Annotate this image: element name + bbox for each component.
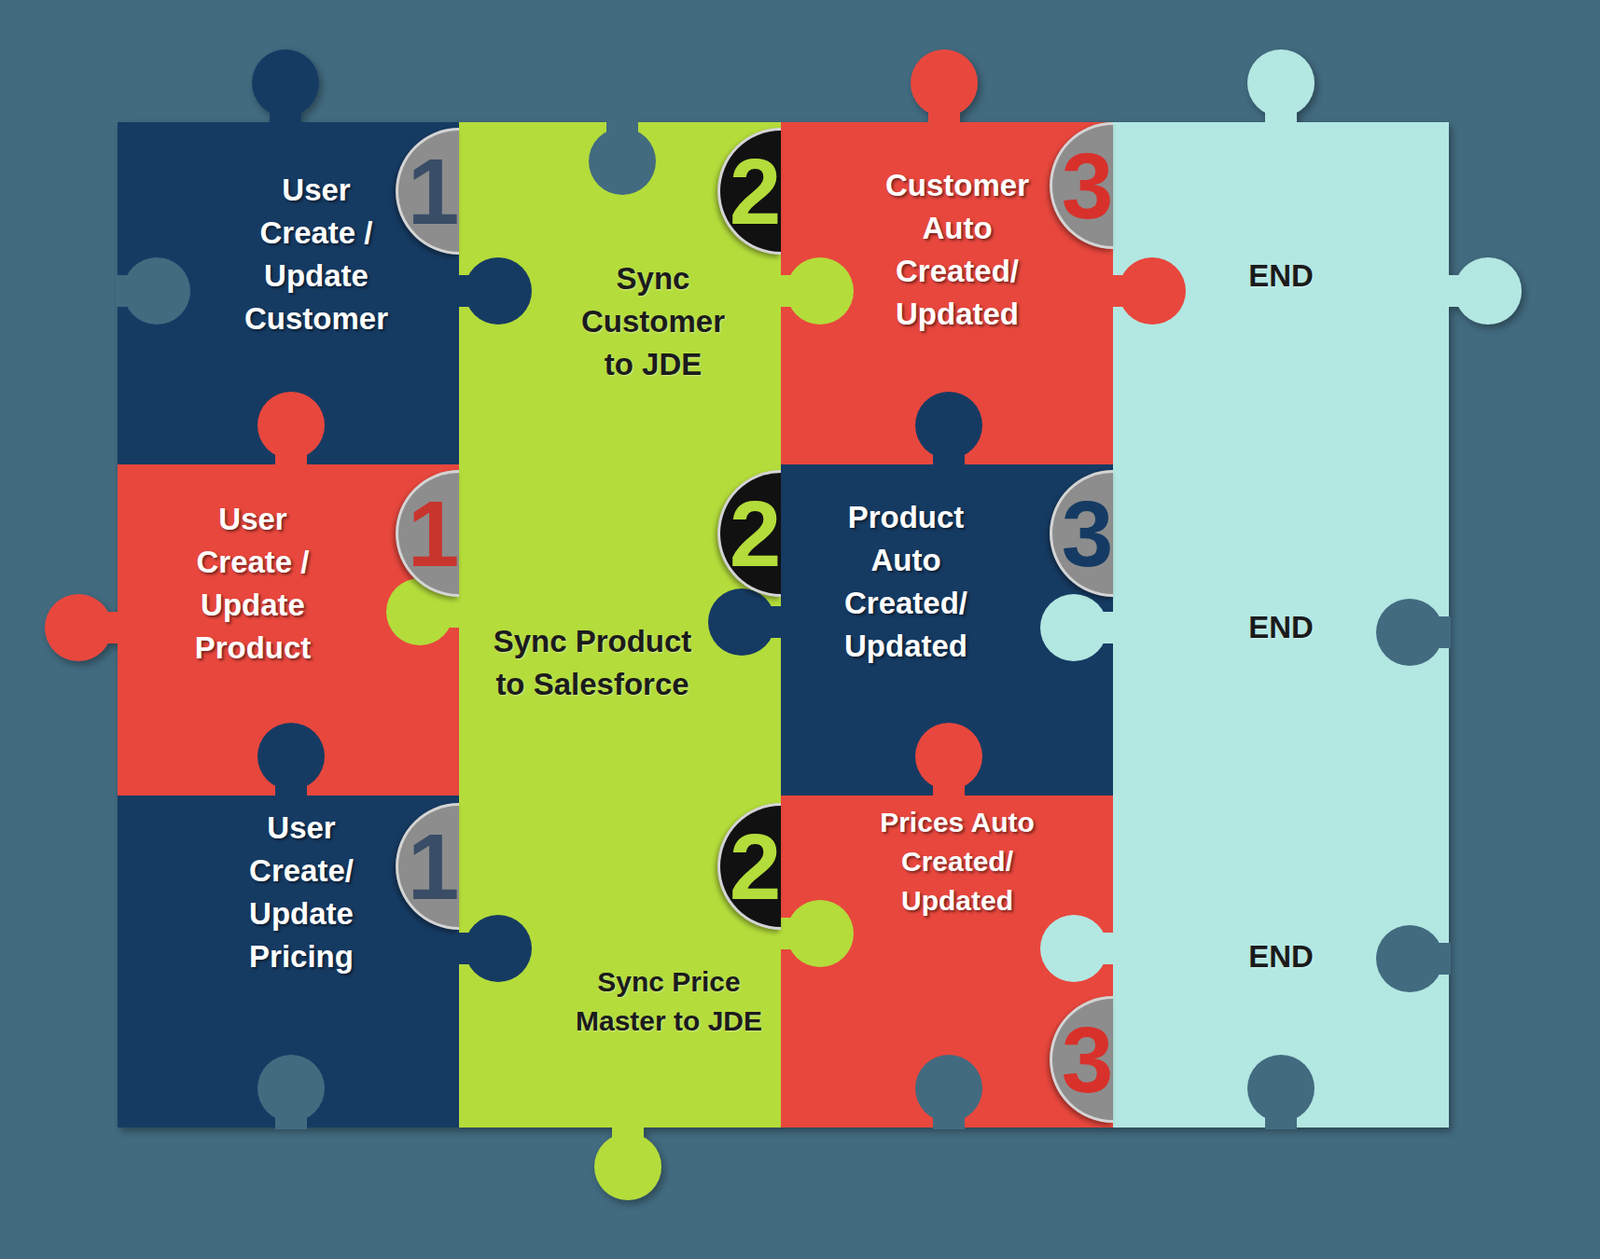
puzzle-knob [257, 723, 325, 791]
puzzle-knob [915, 723, 983, 791]
puzzle-knob [1247, 1055, 1315, 1123]
piece-label: Sync Customer to JDE [564, 257, 742, 387]
piece-label: Customer Auto Created/ Updated [873, 164, 1042, 336]
callout-number: 2 [720, 820, 782, 914]
puzzle-knob [257, 1055, 325, 1123]
callout-number: 2 [720, 486, 782, 581]
puzzle-piece: Product Auto Created/ Updated 3 [780, 464, 1114, 796]
puzzle-knob [1040, 594, 1108, 662]
piece-label: END [1206, 606, 1356, 650]
step-badge: 1 [395, 470, 460, 598]
step-badge: 3 [1049, 470, 1114, 598]
puzzle-piece-body [459, 464, 781, 796]
puzzle-piece: Sync Price Master to JDE 2 [459, 795, 781, 1128]
piece-label: User Create/ Update Pricing [222, 806, 381, 979]
puzzle-knob [464, 257, 532, 325]
puzzle-knob [1376, 598, 1444, 667]
step-badge: 2 [717, 470, 781, 598]
callout-number: 1 [398, 144, 460, 238]
puzzle-piece-body [780, 464, 1114, 796]
puzzle-knob [1040, 915, 1108, 983]
piece-label: Sync Price Master to JDE [561, 962, 777, 1042]
puzzle-piece-body [780, 795, 1114, 1128]
puzzle-knob [915, 391, 983, 460]
puzzle-piece: Customer Auto Created/ Updated3 [780, 122, 1114, 465]
puzzle-piece: User Create / Update Customer1 [117, 122, 460, 465]
puzzle-knob [594, 1133, 662, 1201]
puzzle-piece: User Create / Update Product 1 [117, 464, 460, 796]
puzzle-knob [1454, 257, 1522, 325]
callout-number: 2 [720, 144, 782, 238]
puzzle-piece: User Create/ Update Pricing1 [117, 795, 460, 1128]
callout-number: 3 [1052, 139, 1114, 233]
puzzle-knob [1118, 257, 1186, 325]
callout-number: 3 [1052, 1013, 1114, 1107]
puzzle-piece: END [1113, 122, 1449, 465]
puzzle-knob [588, 127, 656, 195]
puzzle-piece: END [1113, 464, 1449, 796]
puzzle-knob [786, 257, 854, 325]
piece-label: Sync Product to Salesforce [485, 620, 700, 707]
puzzle-knob [464, 915, 532, 983]
puzzle-piece: Sync Customer to JDE 2 [459, 122, 781, 465]
step-badge: 2 [717, 127, 781, 255]
puzzle-knob [251, 49, 320, 117]
piece-label: END [1206, 254, 1356, 298]
puzzle-piece-body [459, 795, 781, 1128]
puzzle-knob [915, 1055, 983, 1123]
puzzle-piece-body [1113, 122, 1449, 465]
puzzle-piece-body [117, 464, 460, 796]
piece-label: END [1206, 935, 1356, 979]
puzzle-knob [708, 588, 776, 656]
callout-number: 3 [1052, 486, 1114, 581]
puzzle-piece-body [1113, 795, 1449, 1128]
puzzle-piece: Prices Auto Created/ Updated3 [780, 795, 1114, 1128]
callout-number: 1 [398, 486, 460, 581]
puzzle-piece-body [780, 122, 1114, 465]
piece-label: Prices Auto Created/ Updated [863, 803, 1051, 921]
puzzle-knob [786, 900, 854, 968]
puzzle-piece: END [1113, 795, 1449, 1128]
puzzle-knob [910, 49, 978, 117]
step-badge: 1 [395, 803, 460, 931]
puzzle-knob [44, 594, 112, 662]
step-badge: 3 [1049, 996, 1114, 1124]
puzzle-piece-body [1113, 464, 1449, 796]
puzzle-knob [1247, 49, 1315, 117]
piece-label: Product Auto Created/ Updated [821, 496, 990, 668]
puzzle-knob [1376, 925, 1444, 993]
puzzle-piece-body [459, 122, 781, 465]
puzzle-piece: Sync Product to Salesforce2 [459, 464, 781, 796]
step-badge: 2 [717, 803, 781, 931]
puzzle-piece-body [117, 795, 460, 1128]
puzzle-piece-body [117, 122, 460, 465]
piece-label: User Create / Update Customer [232, 168, 401, 341]
piece-label: User Create / Update Product [173, 498, 333, 670]
step-badge: 3 [1049, 122, 1114, 250]
puzzle-knob [257, 391, 325, 460]
step-badge: 1 [395, 127, 460, 255]
puzzle-knob [123, 257, 191, 325]
callout-number: 1 [398, 820, 460, 914]
